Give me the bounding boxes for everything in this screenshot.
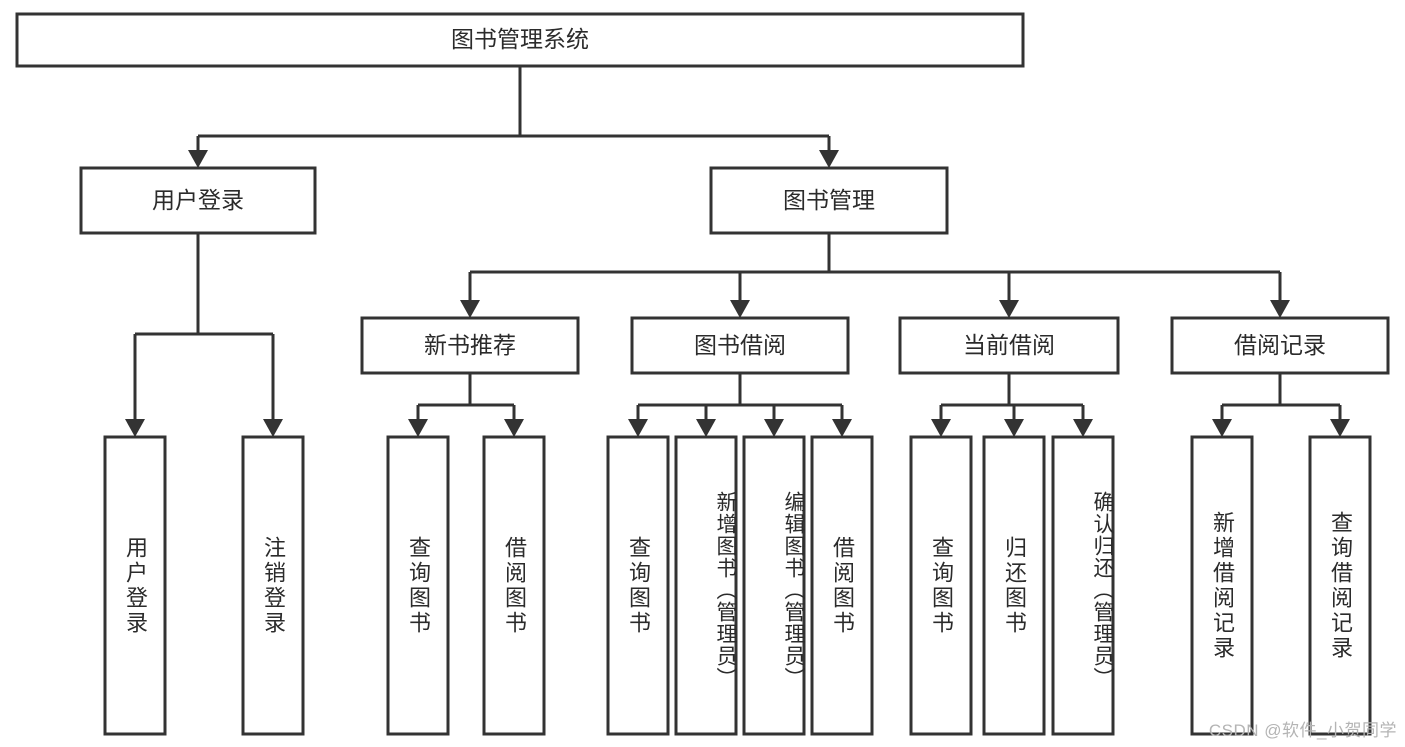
book-borrow-to-leaf-query-book-bb-arrowhead bbox=[628, 419, 648, 437]
new-book-rec-to-leaf-query-book-new-arrowhead bbox=[408, 419, 428, 437]
node-box-leaf-query-record[interactable] bbox=[1308, 435, 1372, 736]
node-box-leaf-borrow-book-bb[interactable] bbox=[810, 435, 874, 736]
csdn-watermark: CSDN @软件_小贺同学 bbox=[1208, 721, 1397, 740]
bm-to-borrow-record-arrowhead bbox=[1270, 300, 1290, 318]
node-box-leaf-query-book-bb[interactable] bbox=[606, 435, 670, 736]
borrow-record-to-leaf-add-record-arrowhead bbox=[1212, 419, 1232, 437]
book-borrow-to-leaf-add-book-arrowhead bbox=[696, 419, 716, 437]
bm-to-book-borrow-arrowhead bbox=[730, 300, 750, 318]
node-box-leaf-user-login[interactable] bbox=[103, 435, 167, 736]
borrow-record-to-leaf-query-record-arrowhead bbox=[1330, 419, 1350, 437]
user-login-to-leaf-user-login-arrowhead bbox=[125, 419, 145, 437]
node-box-leaf-return-book[interactable] bbox=[982, 435, 1046, 736]
node-box-leaf-add-book[interactable] bbox=[674, 435, 738, 736]
node-box-borrow-record[interactable] bbox=[1170, 316, 1390, 375]
node-box-current-borrow[interactable] bbox=[898, 316, 1120, 375]
node-box-user-login[interactable] bbox=[79, 166, 317, 235]
node-box-leaf-confirm-return[interactable] bbox=[1051, 435, 1115, 736]
node-box-root[interactable] bbox=[15, 12, 1025, 68]
node-box-new-book-rec[interactable] bbox=[360, 316, 580, 375]
node-box-leaf-query-book-cb[interactable] bbox=[909, 435, 973, 736]
bm-to-new-book-rec-arrowhead bbox=[460, 300, 480, 318]
user-login-to-leaf-logout-arrowhead bbox=[263, 419, 283, 437]
book-borrow-to-leaf-edit-book-arrowhead bbox=[764, 419, 784, 437]
current-borrow-to-leaf-query-book-cb-arrowhead bbox=[931, 419, 951, 437]
root-to-book-manage-arrowhead bbox=[819, 150, 839, 168]
book-borrow-to-leaf-borrow-book-bb-arrowhead bbox=[832, 419, 852, 437]
node-box-book-manage[interactable] bbox=[709, 166, 949, 235]
node-box-leaf-logout[interactable] bbox=[241, 435, 305, 736]
node-box-leaf-borrow-book-new[interactable] bbox=[482, 435, 546, 736]
node-box-leaf-add-record[interactable] bbox=[1190, 435, 1254, 736]
node-box-leaf-edit-book[interactable] bbox=[742, 435, 806, 736]
current-borrow-to-leaf-return-book-arrowhead bbox=[1004, 419, 1024, 437]
root-to-user-login-arrowhead bbox=[188, 150, 208, 168]
node-box-book-borrow[interactable] bbox=[630, 316, 850, 375]
node-box-leaf-query-book-new[interactable] bbox=[386, 435, 450, 736]
current-borrow-to-leaf-confirm-return-arrowhead bbox=[1073, 419, 1093, 437]
new-book-rec-to-leaf-borrow-book-new-arrowhead bbox=[504, 419, 524, 437]
bm-to-current-borrow-arrowhead bbox=[999, 300, 1019, 318]
